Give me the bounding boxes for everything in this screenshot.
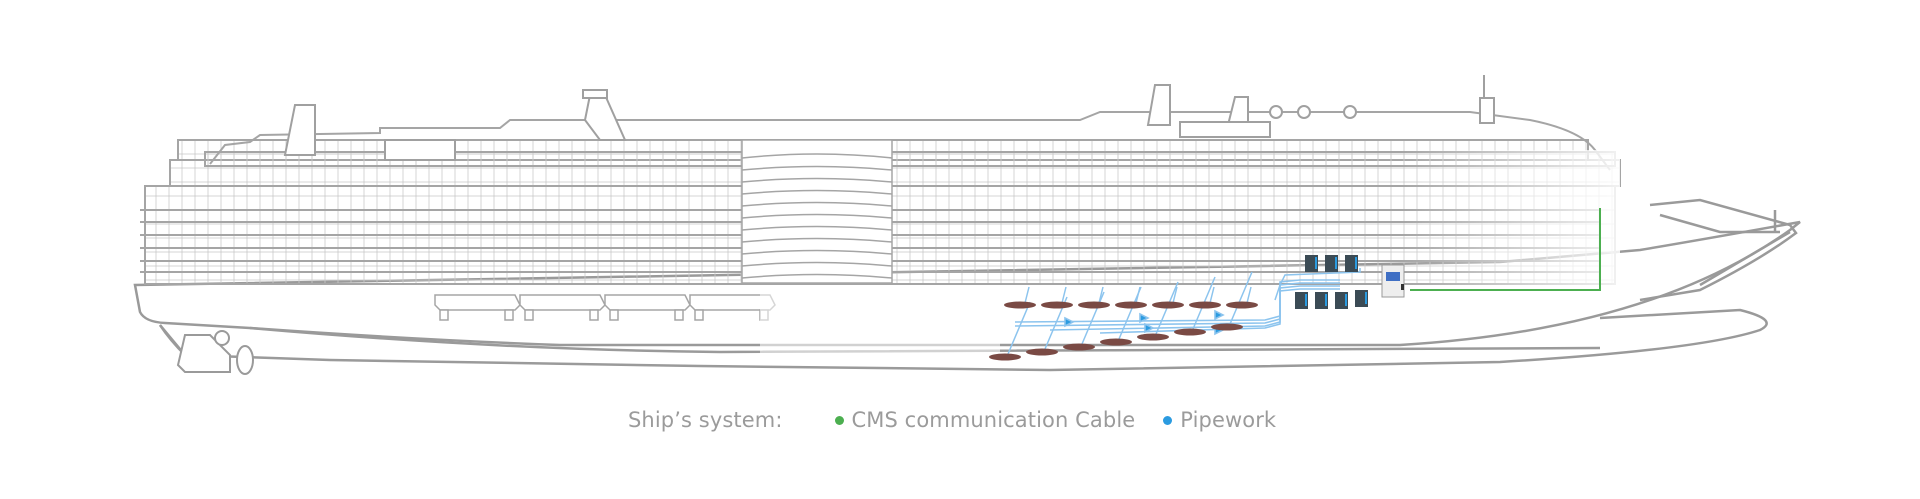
tank (1115, 301, 1147, 309)
green-dot-icon (834, 415, 844, 425)
tank (1004, 301, 1036, 309)
tank (1211, 323, 1243, 331)
tanks (989, 301, 1258, 361)
lifeboat (519, 294, 606, 311)
control-panel (1381, 264, 1405, 298)
tank (989, 353, 1021, 361)
legend-title: Ship’s system: (628, 408, 783, 432)
legend-item-cms-cable: CMS communication Cable (834, 408, 1136, 432)
cabinet (1345, 255, 1358, 272)
tank (1152, 301, 1184, 309)
cabinet (1315, 292, 1328, 309)
lifeboats (434, 294, 776, 321)
tank (1189, 301, 1221, 309)
tank (1026, 348, 1058, 356)
lifeboat (604, 294, 691, 311)
fade-overlay (1400, 150, 1620, 290)
cabinet (1335, 292, 1348, 309)
tank (1100, 338, 1132, 346)
fade-overlay-lower (760, 290, 1000, 355)
tank (1226, 301, 1258, 309)
pipework (1007, 268, 1361, 355)
cms-cable (1410, 208, 1601, 291)
cabinets (1295, 255, 1368, 309)
cabinet (1305, 255, 1318, 272)
cabinet (1325, 255, 1338, 272)
cabinet (1295, 292, 1308, 309)
flow-arrow-icon (1139, 312, 1150, 324)
legend: Ship’s system: CMS communication Cable P… (628, 408, 1304, 432)
atrium (741, 139, 893, 284)
legend-label: Pipework (1180, 408, 1277, 432)
lifeboat (434, 294, 521, 311)
legend-label: CMS communication Cable (851, 408, 1136, 432)
blue-dot-icon (1163, 415, 1173, 425)
tank (1174, 328, 1206, 336)
funnels (283, 75, 1495, 161)
propeller (176, 330, 254, 375)
tank (1137, 333, 1169, 341)
flow-arrow-icon (1144, 322, 1155, 334)
legend-item-pipework: Pipework (1163, 408, 1276, 432)
cabinet (1355, 290, 1368, 307)
tank (1063, 343, 1095, 351)
tank (1078, 301, 1110, 309)
tank (1041, 301, 1073, 309)
flow-arrow-icon (1214, 309, 1225, 321)
flow-arrow-icon (1064, 316, 1075, 328)
bow (1639, 198, 1798, 302)
